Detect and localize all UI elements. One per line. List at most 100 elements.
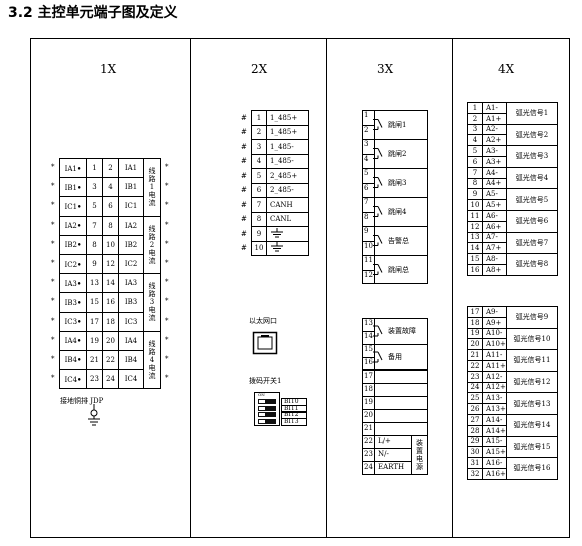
page-title: 3.2 主控单元端子图及定义 xyxy=(8,5,178,21)
terminal-number: 32 xyxy=(467,467,483,480)
terminal-number: 3 xyxy=(86,177,103,198)
signal-left-label: IA3 xyxy=(64,279,77,288)
arc-signal-group: 弧光信号7 xyxy=(506,231,558,255)
signal-left-label: IB4 xyxy=(64,356,77,365)
terminal-number: 7 xyxy=(251,197,267,213)
column-line xyxy=(374,423,375,435)
polarity-mark: • xyxy=(77,317,82,327)
terminal-number: 14 xyxy=(364,332,373,340)
signal-left-label: IB1 xyxy=(64,183,77,192)
dip-toggle[interactable] xyxy=(258,412,276,417)
fiber-signal: A9- xyxy=(482,306,507,318)
diagram-frame xyxy=(30,38,570,538)
dip-bit-label: BIT3 xyxy=(281,417,307,426)
row-divider xyxy=(362,226,428,227)
terminal-number: 2 xyxy=(251,124,267,140)
fiber-signal: A4- xyxy=(482,166,507,179)
terminal-number: 19 xyxy=(364,398,373,406)
arc-signal-group: 弧光信号1 xyxy=(506,102,558,125)
row-divider xyxy=(362,197,428,198)
dip-toggle[interactable] xyxy=(258,399,276,404)
terminal-number: 4 xyxy=(251,153,267,169)
dip-toggle[interactable] xyxy=(258,405,276,411)
polarity-mark: • xyxy=(76,278,82,288)
terminal-number: 6 xyxy=(467,155,483,168)
terminal-function xyxy=(266,240,309,256)
terminal-function xyxy=(266,226,309,242)
terminal-number: 21 xyxy=(86,349,103,371)
line-current-group: 线 路 4 电 流 xyxy=(143,330,161,390)
terminal-number: 5 xyxy=(364,169,369,177)
terminal-number: 9 xyxy=(467,188,483,201)
terminal-number: 6 xyxy=(364,183,369,192)
group-label: 线 路 1 电 流 xyxy=(148,167,156,208)
fiber-signal: A8- xyxy=(482,253,507,265)
terminal-number: 29 xyxy=(467,435,483,448)
terminal-function: 1_485+ xyxy=(266,110,309,126)
signal-right: IC2 xyxy=(118,253,144,275)
relay-contact-icon xyxy=(373,148,383,159)
power-terminal-label: L/+ xyxy=(378,437,391,445)
polarity-mark: * xyxy=(51,182,55,191)
terminal-number: 15 xyxy=(364,345,373,353)
dip-toggle-knob xyxy=(259,400,265,403)
terminal-marker: # xyxy=(241,157,247,166)
relay-contact-icon xyxy=(373,264,383,275)
relay-contact-icon xyxy=(373,325,383,337)
terminal-marker: # xyxy=(241,128,247,137)
terminal-number: 11 xyxy=(364,256,373,264)
fiber-signal: A7+ xyxy=(482,242,507,255)
terminal-number: 4 xyxy=(102,177,119,198)
dip-toggle[interactable] xyxy=(258,418,276,424)
signal-left-label: IC1 xyxy=(64,202,78,211)
fiber-signal: A7- xyxy=(482,231,507,244)
polarity-mark: * xyxy=(165,374,169,383)
polarity-mark: * xyxy=(165,335,169,344)
signal-left: IB3• xyxy=(59,292,87,313)
dip-bit-label: BIT2 xyxy=(281,411,307,419)
row-divider xyxy=(362,331,374,332)
signal-right: IB4 xyxy=(118,349,144,371)
terminal-number: 4 xyxy=(467,134,483,147)
terminal-number: 18 xyxy=(364,385,373,393)
terminal-number: 15 xyxy=(467,253,483,265)
terminal-function-label: 1_485+ xyxy=(270,113,298,122)
line-current-group: 线 路 2 电 流 xyxy=(143,215,161,275)
row-divider xyxy=(362,153,374,155)
row-divider xyxy=(362,168,428,169)
fiber-signal: A5+ xyxy=(482,199,507,211)
terminal-function: 1_485- xyxy=(266,153,309,169)
terminal-function: 2_485+ xyxy=(266,168,309,184)
signal-left: IA1• xyxy=(59,157,87,179)
terminal-marker: # xyxy=(241,215,247,224)
ground-icon xyxy=(88,404,100,426)
terminal-number: 13 xyxy=(86,273,103,294)
polarity-mark: * xyxy=(165,163,169,171)
column-line xyxy=(374,410,375,422)
arc-signal-group: 弧光信号4 xyxy=(506,166,558,190)
earth-icon xyxy=(271,227,283,238)
column-divider xyxy=(190,38,191,538)
column-line xyxy=(374,110,375,284)
fiber-signal: A16- xyxy=(482,457,507,469)
signal-left-label: IC4 xyxy=(64,375,78,384)
terminal-number: 6 xyxy=(251,182,267,198)
terminal-number: 11 xyxy=(467,209,483,222)
terminal-marker: # xyxy=(241,142,247,151)
signal-right: IA4 xyxy=(118,330,144,351)
terminal-number: 24 xyxy=(467,381,483,394)
terminal-number: 18 xyxy=(102,311,119,332)
row-divider xyxy=(362,211,374,213)
